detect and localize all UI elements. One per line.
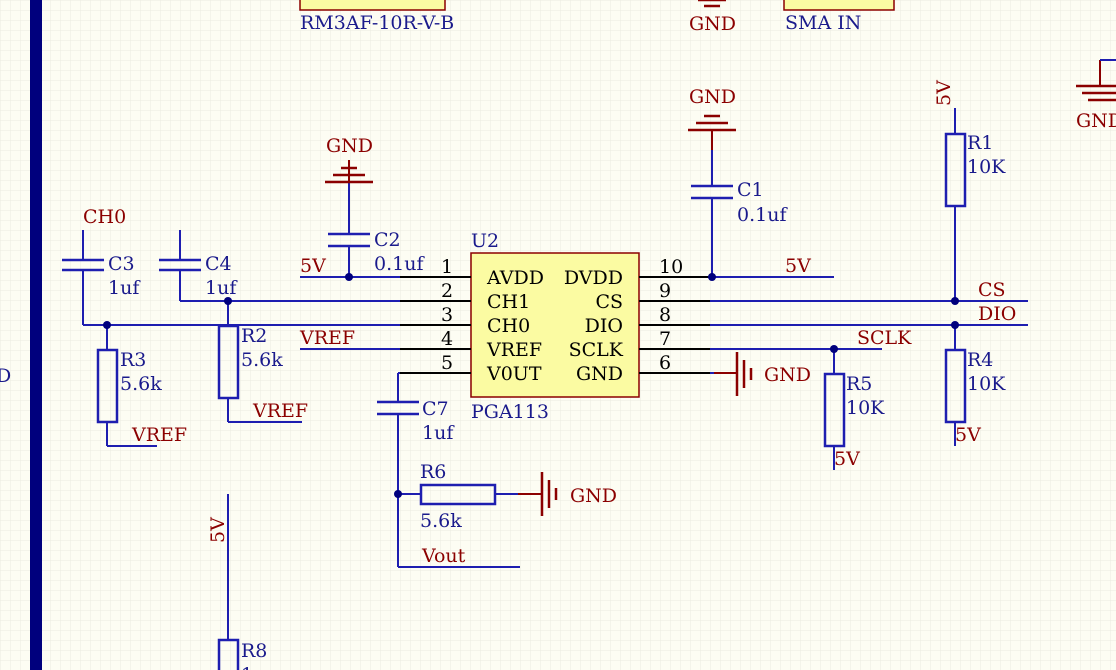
net-label-vref-r3: VREF — [131, 424, 187, 446]
net-label-ch0: CH0 — [83, 206, 126, 228]
header-gnd-symbol — [698, 0, 726, 8]
u2-pin4-number: 4 — [441, 328, 453, 350]
gnd-label-c1: GND — [689, 86, 736, 108]
net-label-sclk: SCLK — [857, 327, 912, 349]
u2-pin6-name: GND — [576, 363, 623, 385]
u2-pin1-number: 1 — [441, 256, 453, 278]
net-label-5v-r1: 5V — [933, 80, 955, 106]
resistor-r1 — [944, 132, 967, 208]
u2-pin2-name: CH1 — [487, 291, 530, 313]
resistor-r8 — [217, 638, 240, 670]
resistor-r4 — [944, 348, 967, 424]
u2-pga113: U2 PGA113 1 2 3 4 5 AVDD CH1 CH0 VREF V0… — [400, 230, 710, 423]
u2-pin1-name: AVDD — [486, 267, 544, 289]
sheet-frame-bar — [30, 0, 42, 670]
u2-pin5-number: 5 — [441, 352, 453, 374]
u2-pin7-name: SCLK — [569, 339, 624, 361]
u2-pin2-number: 2 — [441, 280, 453, 302]
u2-pin9-name: CS — [595, 291, 623, 313]
capacitor-c2 — [328, 232, 370, 248]
r4-value: 10K — [967, 373, 1006, 395]
resistor-r6 — [419, 483, 497, 506]
c4-value: 1uf — [205, 277, 238, 299]
resistor-r3 — [96, 348, 119, 424]
u2-pin5-name: V0UT — [486, 363, 542, 385]
c3-designator: C3 — [108, 253, 135, 275]
u2-pin6-number: 6 — [659, 352, 671, 374]
u2-pin9-number: 9 — [659, 280, 671, 302]
u2-pin4-name: VREF — [486, 339, 542, 361]
header-right-part: SMA IN — [783, 0, 895, 34]
c1-designator: C1 — [737, 179, 764, 201]
r6-value: 5.6k — [420, 510, 462, 532]
capacitor-c1 — [691, 184, 733, 200]
junctions — [103, 273, 959, 498]
right-edge-gnd-label: GND — [1076, 110, 1116, 132]
c4-designator: C4 — [205, 253, 232, 275]
u2-pin8-number: 8 — [659, 304, 671, 326]
r2-designator: R2 — [241, 325, 267, 347]
part-rm3af-label: RM3AF-10R-V-B — [300, 12, 454, 34]
net-label-vref-r2: VREF — [252, 400, 308, 422]
u2-pin10-number: 10 — [659, 256, 683, 278]
u2-designator: U2 — [471, 230, 499, 252]
c2-designator: C2 — [374, 229, 401, 251]
net-label-5v-r5: 5V — [834, 448, 860, 470]
frame-zone-letter: D — [0, 365, 11, 387]
gnd-label-r6: GND — [570, 485, 617, 507]
r4-designator: R4 — [967, 349, 993, 371]
u2-pin7-number: 7 — [659, 328, 671, 350]
c7-designator: C7 — [422, 398, 449, 420]
net-label-vout: Vout — [421, 545, 466, 567]
c2-value: 0.1uf — [374, 253, 425, 275]
u2-pin3-name: CH0 — [487, 315, 530, 337]
net-label-5v-pin1: 5V — [300, 255, 326, 277]
gnd-label-c2: GND — [326, 135, 373, 157]
right-edge-gnd-symbol — [1076, 60, 1116, 102]
u2-pin10-name: DVDD — [564, 267, 623, 289]
c7-value: 1uf — [422, 422, 455, 444]
u2-pin3-number: 3 — [441, 304, 453, 326]
header-gnd-label: GND — [689, 13, 736, 35]
r3-value: 5.6k — [120, 373, 162, 395]
net-label-5v-r8: 5V — [207, 517, 229, 543]
u2-part-label: PGA113 — [471, 401, 549, 423]
gnd-symbol-pin6 — [735, 352, 753, 396]
part-sma-in-label: SMA IN — [785, 12, 861, 34]
capacitor-c3 — [62, 258, 104, 272]
r2-value: 5.6k — [241, 349, 283, 371]
r8-value: 1 — [241, 664, 253, 670]
r5-designator: R5 — [846, 373, 872, 395]
c3-value: 1uf — [108, 277, 141, 299]
resistor-r5 — [823, 372, 846, 448]
gnd-symbol-c1 — [688, 114, 736, 150]
net-label-dio: DIO — [978, 303, 1016, 325]
gnd-symbol-c2 — [325, 160, 373, 184]
net-label-cs: CS — [978, 279, 1006, 301]
wires — [82, 108, 1028, 640]
capacitor-c7 — [377, 400, 419, 416]
net-label-vref-pin4: VREF — [299, 327, 355, 349]
r6-designator: R6 — [420, 461, 446, 483]
r5-value: 10K — [846, 397, 885, 419]
resistor-r2 — [217, 324, 240, 400]
header-left-part: RM3AF-10R-V-B — [299, 0, 454, 34]
u2-pin8-name: DIO — [585, 315, 623, 337]
gnd-symbol-r6 — [540, 472, 558, 516]
net-label-5v-pin10: 5V — [785, 255, 811, 277]
net-label-5v-r4: 5V — [955, 424, 981, 446]
c1-value: 0.1uf — [737, 204, 788, 226]
r1-value: 10K — [967, 156, 1006, 178]
r1-designator: R1 — [967, 132, 993, 154]
r3-designator: R3 — [120, 349, 146, 371]
r8-designator: R8 — [241, 640, 267, 662]
gnd-label-pin6: GND — [764, 364, 811, 386]
capacitor-c4 — [159, 258, 201, 272]
